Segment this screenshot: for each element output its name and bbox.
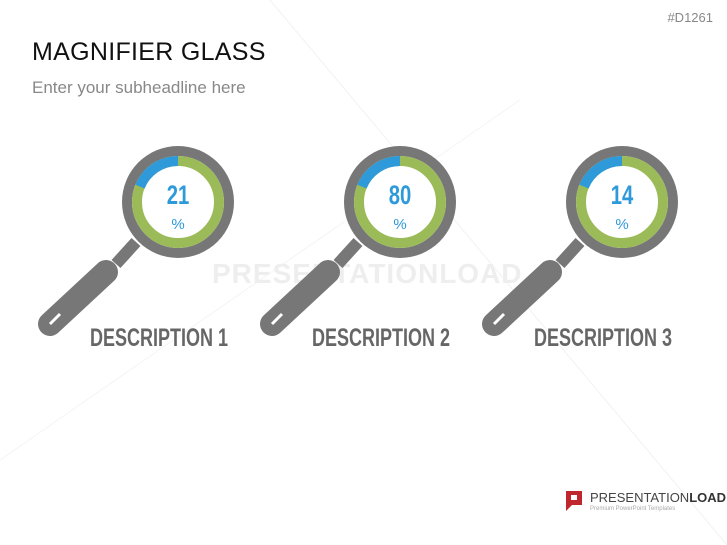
magnifier-2-neck (333, 237, 363, 269)
value-3: 14 (610, 180, 634, 210)
page-title: MAGNIFIER GLASS (32, 38, 266, 66)
description-3: DESCRIPTION 3 (534, 324, 673, 352)
description-1: DESCRIPTION 1 (90, 324, 229, 352)
logo-brand-light: PRESENTATION (590, 490, 690, 505)
magnifier-2-lens (354, 156, 446, 248)
logo-tagline: Premium PowerPoint Templates (590, 506, 676, 512)
magnifier-1-handle-stripe (48, 312, 62, 326)
magnifier-2-handle-stripe (270, 312, 284, 326)
watermark: PRESENTATIONLOAD (212, 258, 523, 289)
magnifier-1-neck (111, 237, 141, 269)
magnifier-3-neck (555, 237, 585, 269)
unit-1: % (171, 216, 185, 233)
magnifier-3-blue-segment (579, 156, 623, 189)
value-2: 80 (388, 180, 412, 210)
unit-2: % (393, 216, 407, 233)
magnifier-3-lens (576, 156, 668, 248)
logo-brand-bold: LOAD (689, 490, 727, 505)
slide-code: #D1261 (667, 10, 713, 25)
magnifier-3-handle-stripe (492, 312, 506, 326)
magnifier-1-lens (132, 156, 224, 248)
description-2: DESCRIPTION 2 (312, 324, 451, 352)
unit-3: % (615, 216, 629, 233)
value-1: 21 (166, 180, 190, 210)
subheadline: Enter your subheadline here (32, 78, 246, 97)
magnifier-2-blue-segment (357, 156, 401, 189)
magnifier-1-blue-segment (135, 156, 179, 189)
logo-icon (566, 491, 582, 511)
